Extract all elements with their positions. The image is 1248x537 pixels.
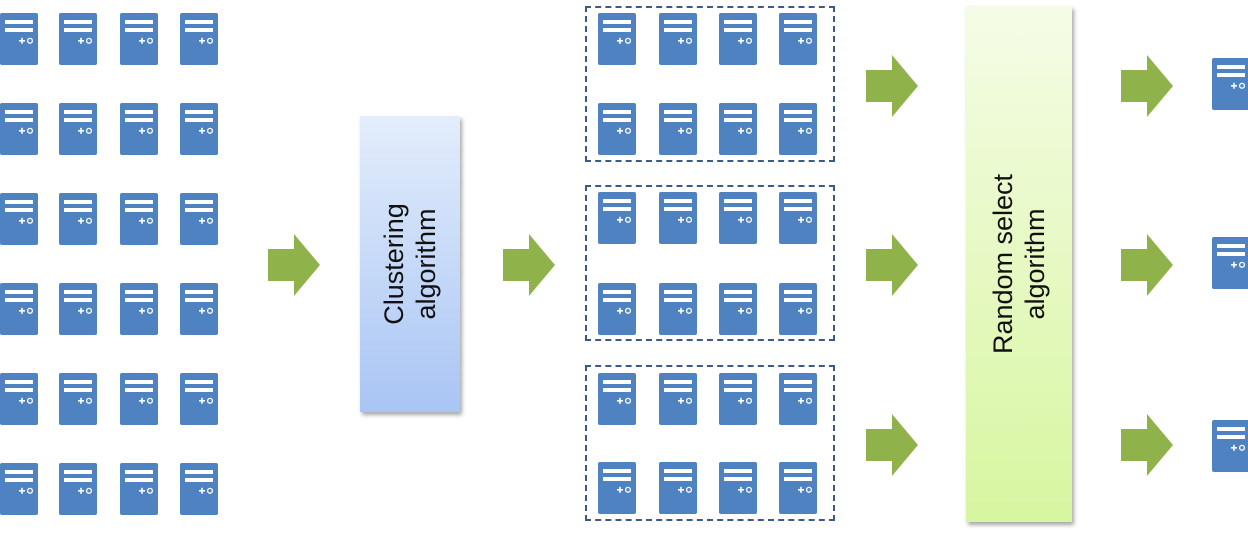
server-icon <box>598 373 636 425</box>
clustering-algorithm-label: Clustering algorithm <box>378 203 442 325</box>
cluster-group-3 <box>585 365 835 521</box>
server-icon <box>779 283 817 335</box>
server-icon <box>180 373 218 425</box>
server-icon <box>719 13 757 65</box>
server-icon <box>120 103 158 155</box>
server-icon <box>659 373 697 425</box>
server-icon <box>659 103 697 155</box>
server-icon <box>59 103 97 155</box>
server-icon <box>779 13 817 65</box>
server-icon <box>59 463 97 515</box>
server-icon <box>59 283 97 335</box>
right-arrow-icon <box>866 234 918 296</box>
server-icon <box>719 103 757 155</box>
right-arrow-icon <box>1121 55 1173 117</box>
server-icon <box>0 283 38 335</box>
server-icon <box>120 13 158 65</box>
server-icon <box>1212 237 1248 289</box>
server-icon <box>120 373 158 425</box>
random-select-algorithm-label: Random select algorithm <box>987 174 1051 354</box>
server-icon <box>779 373 817 425</box>
cluster-group-2 <box>585 185 835 341</box>
server-icon <box>719 192 757 244</box>
server-icon <box>598 462 636 514</box>
server-icon <box>120 463 158 515</box>
server-icon <box>659 283 697 335</box>
server-icon <box>59 13 97 65</box>
server-icon <box>598 283 636 335</box>
clustering-label-line2: algorithm <box>411 208 441 320</box>
server-icon <box>659 13 697 65</box>
server-icon <box>719 373 757 425</box>
server-icon <box>598 103 636 155</box>
right-arrow-icon <box>1121 414 1173 476</box>
server-icon <box>120 283 158 335</box>
server-icon <box>659 192 697 244</box>
server-icon <box>0 103 38 155</box>
server-icon <box>659 462 697 514</box>
clustering-algorithm-box: Clustering algorithm <box>360 116 460 412</box>
server-icon <box>0 373 38 425</box>
server-icon <box>779 103 817 155</box>
server-icon <box>0 193 38 245</box>
server-icon <box>719 283 757 335</box>
random-select-label-line1: Random select <box>988 173 1018 355</box>
random-select-label-line2: algorithm <box>1020 208 1050 320</box>
server-icon <box>180 463 218 515</box>
server-icon <box>59 193 97 245</box>
server-icon <box>598 13 636 65</box>
server-icon <box>180 13 218 65</box>
server-icon <box>779 462 817 514</box>
clustering-label-line1: Clustering <box>379 203 409 325</box>
server-icon <box>0 13 38 65</box>
server-icon <box>120 193 158 245</box>
server-icon <box>1212 420 1248 472</box>
server-icon <box>779 192 817 244</box>
server-icon <box>180 283 218 335</box>
right-arrow-icon <box>1121 234 1173 296</box>
server-icon <box>180 193 218 245</box>
server-icon <box>0 463 38 515</box>
server-icon <box>598 192 636 244</box>
random-select-algorithm-box: Random select algorithm <box>966 6 1072 522</box>
right-arrow-icon <box>866 55 918 117</box>
right-arrow-icon <box>866 414 918 476</box>
server-icon <box>180 103 218 155</box>
server-icon <box>59 373 97 425</box>
right-arrow-icon <box>268 234 320 296</box>
cluster-group-1 <box>585 6 835 162</box>
server-icon <box>1212 58 1248 110</box>
server-icon <box>719 462 757 514</box>
right-arrow-icon <box>503 234 555 296</box>
